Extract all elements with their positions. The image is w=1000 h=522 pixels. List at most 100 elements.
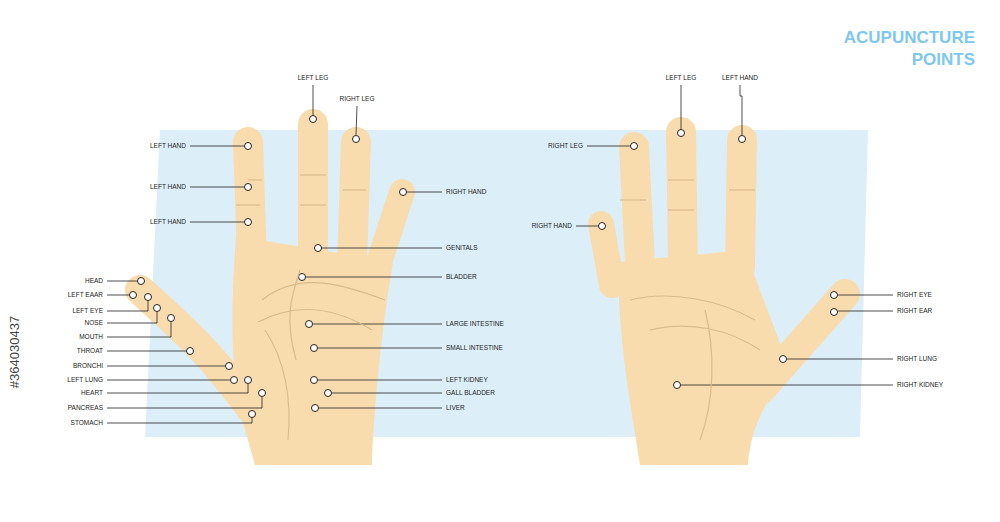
- leader-line: [107, 301, 148, 311]
- point-label: RIGHT LEG: [548, 143, 583, 150]
- hand-crease: [668, 179, 694, 180]
- title: ACUPUNCTURE POINTS: [825, 27, 975, 71]
- leader-line: [319, 408, 442, 409]
- leader-line: [306, 277, 442, 278]
- hand-crease: [668, 209, 694, 210]
- leader-line: [107, 384, 248, 393]
- point-label: RIGHT LUNG: [897, 356, 937, 363]
- hand-crease: [258, 310, 372, 330]
- hand-crease: [343, 189, 366, 190]
- point-marker: [299, 274, 306, 281]
- hand-crease: [262, 283, 385, 300]
- finger: [634, 147, 640, 265]
- point-marker: [315, 245, 322, 252]
- point-marker: [325, 390, 332, 397]
- leader-line: [313, 85, 314, 115]
- leader-line: [107, 397, 262, 408]
- leader-line: [107, 322, 171, 337]
- point-label: LEFT HAND: [150, 219, 186, 226]
- point-marker: [353, 136, 360, 143]
- point-label: RIGHT EYE: [897, 292, 932, 299]
- palm: [618, 250, 790, 465]
- hand-crease: [650, 326, 760, 350]
- point-marker: [312, 405, 319, 412]
- leader-line: [787, 359, 893, 360]
- hand-crease: [300, 204, 326, 205]
- point-marker: [311, 377, 318, 384]
- point-label: PANCREAS: [68, 405, 103, 412]
- point-marker: [138, 278, 145, 285]
- point-label: LEFT LEG: [666, 75, 697, 82]
- point-marker: [145, 294, 152, 301]
- finger: [681, 132, 683, 262]
- point-label: RIGHT LEG: [340, 96, 375, 103]
- leader-line: [681, 385, 893, 386]
- point-marker: [245, 377, 252, 384]
- point-marker: [154, 305, 161, 312]
- hand-crease: [700, 310, 712, 440]
- leader-line: [107, 281, 137, 282]
- leader-line: [332, 393, 442, 394]
- hand-crease: [265, 330, 289, 440]
- hand-crease: [729, 189, 755, 190]
- hand-crease: [236, 204, 260, 205]
- finger: [740, 140, 742, 268]
- point-marker: [678, 130, 685, 137]
- hand-crease: [290, 270, 300, 360]
- point-marker: [780, 356, 787, 363]
- leader-line: [576, 226, 598, 227]
- finger: [298, 124, 328, 255]
- point-marker: [249, 411, 256, 418]
- point-label: GENITALS: [446, 245, 478, 252]
- point-marker: [831, 292, 838, 299]
- point-label: STOMACH: [71, 420, 103, 427]
- point-label: THROAT: [77, 348, 103, 355]
- point-marker: [599, 223, 606, 230]
- point-label: LIVER: [446, 405, 465, 412]
- point-label: MOUTH: [79, 334, 103, 341]
- point-label: RIGHT HAND: [532, 223, 572, 230]
- leader-line: [107, 380, 230, 381]
- point-marker: [187, 348, 194, 355]
- point-marker: [130, 292, 137, 299]
- point-label: BRONCHI: [73, 363, 103, 370]
- leader-line: [107, 351, 186, 352]
- leader-line: [318, 348, 442, 349]
- finger: [248, 142, 252, 260]
- leader-line: [107, 366, 225, 367]
- point-label: NOSE: [85, 320, 103, 327]
- point-label: LEFT KIDNEY: [446, 377, 488, 384]
- point-label: SMALL INTESTINE: [446, 345, 503, 352]
- leader-line: [313, 324, 442, 325]
- point-marker: [631, 143, 638, 150]
- point-marker: [310, 116, 317, 123]
- hand-crease: [248, 179, 262, 180]
- hands: [140, 124, 845, 465]
- point-marker: [259, 390, 266, 397]
- leader-line: [107, 418, 252, 423]
- point-label: LEFT LUNG: [67, 377, 103, 384]
- point-label: BLADDER: [446, 274, 477, 281]
- hand-crease: [300, 174, 326, 175]
- leader-lines: [107, 85, 893, 423]
- leader-line: [838, 311, 893, 312]
- point-label: RIGHT HAND: [446, 189, 486, 196]
- finger: [352, 142, 356, 265]
- point-marker: [245, 184, 252, 191]
- point-label: LEFT HAND: [722, 75, 758, 82]
- point-label: LEFT HAND: [150, 184, 186, 191]
- point-marker: [245, 143, 252, 150]
- finger: [140, 290, 252, 410]
- finger: [601, 224, 612, 285]
- leader-line: [587, 146, 630, 147]
- point-marker: [400, 189, 407, 196]
- point-marker: [674, 382, 681, 389]
- leader-line: [838, 295, 893, 296]
- leader-line: [356, 106, 357, 135]
- point-marker: [739, 136, 746, 143]
- point-label: RIGHT EAR: [897, 308, 932, 315]
- leader-line: [190, 146, 244, 147]
- point-label: HEAD: [85, 278, 103, 285]
- point-label: LEFT EAAR: [68, 292, 103, 299]
